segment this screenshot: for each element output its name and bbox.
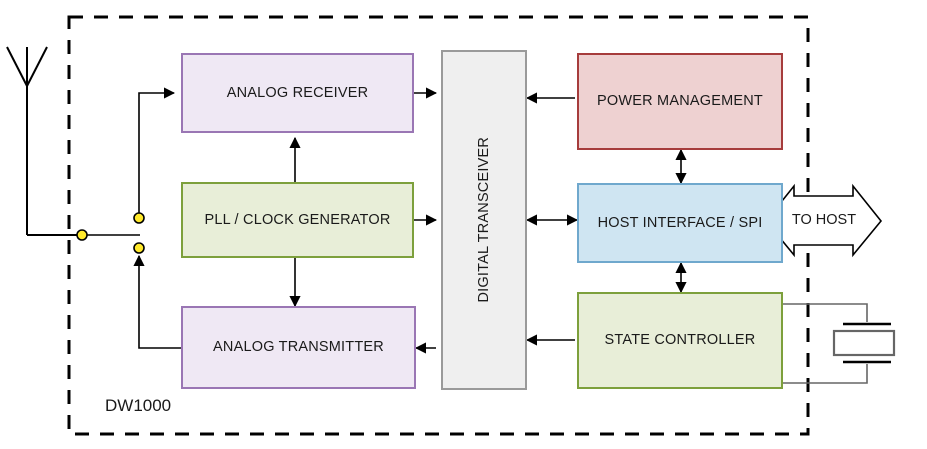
rf-switch-symbol bbox=[76, 212, 145, 254]
block-state-controller[interactable]: STATE CONTROLLER bbox=[577, 292, 783, 389]
block-analog-transmitter-label: ANALOG TRANSMITTER bbox=[213, 339, 384, 356]
antenna-symbol bbox=[6, 46, 82, 236]
wire-antenna-to-receiver bbox=[138, 87, 176, 213]
chip-name-label: DW1000 bbox=[105, 396, 172, 415]
crystal-oscillator-symbol bbox=[783, 303, 896, 384]
block-analog-receiver-label: ANALOG RECEIVER bbox=[226, 84, 369, 101]
block-host-interface-spi-label: HOST INTERFACE / SPI bbox=[597, 214, 763, 231]
block-power-management[interactable]: POWER MANAGEMENT bbox=[577, 53, 783, 150]
to-host-label: TO HOST bbox=[791, 212, 857, 228]
rf-switch-rx-node bbox=[133, 212, 145, 224]
block-state-controller-label: STATE CONTROLLER bbox=[604, 332, 756, 349]
block-pll-clock-generator-label: PLL / CLOCK GENERATOR bbox=[204, 211, 391, 228]
block-digital-transceiver-label: DIGITAL TRANSCEIVER bbox=[475, 137, 492, 303]
block-power-management-label: POWER MANAGEMENT bbox=[597, 93, 763, 110]
block-analog-transmitter[interactable]: ANALOG TRANSMITTER bbox=[181, 306, 416, 389]
block-pll-clock-generator[interactable]: PLL / CLOCK GENERATOR bbox=[181, 182, 414, 258]
block-host-interface-spi[interactable]: HOST INTERFACE / SPI bbox=[577, 183, 783, 263]
block-digital-transceiver[interactable]: DIGITAL TRANSCEIVER bbox=[441, 50, 527, 390]
wire-transmitter-to-antenna bbox=[133, 254, 181, 349]
rf-switch-pivot-node bbox=[76, 229, 88, 241]
rf-switch-tx-node bbox=[133, 242, 145, 254]
chip-boundary-dashed bbox=[67, 15, 810, 436]
block-analog-receiver[interactable]: ANALOG RECEIVER bbox=[181, 53, 414, 133]
